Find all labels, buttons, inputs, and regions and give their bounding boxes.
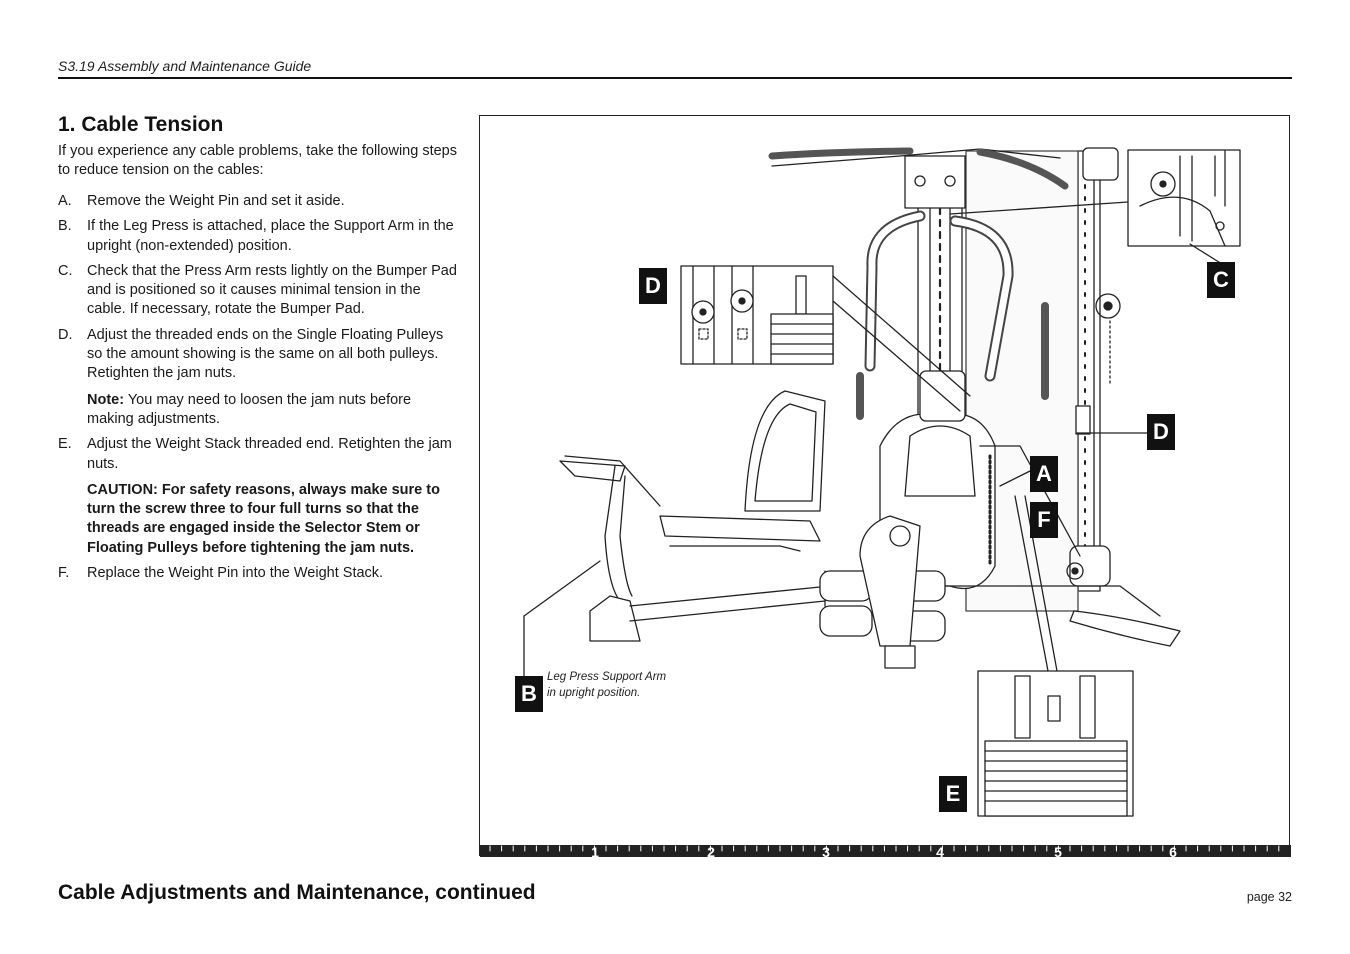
caption-leg-press: Leg Press Support Arm in upright positio… bbox=[547, 669, 666, 701]
scale-number: 3 bbox=[822, 844, 830, 857]
callout-f: F bbox=[1030, 502, 1058, 538]
gym-diagram: 1 2 3 4 5 6 bbox=[480, 147, 1291, 857]
header-rule bbox=[58, 77, 1292, 79]
steps-list: A. Remove the Weight Pin and set it asid… bbox=[58, 192, 458, 589]
step-letter: A. bbox=[58, 193, 72, 209]
callout-c: C bbox=[1207, 262, 1235, 298]
inset-e-weight-stack bbox=[977, 495, 1134, 817]
step-f: F. Replace the Weight Pin into the Weigh… bbox=[58, 564, 458, 583]
leader-lines bbox=[523, 432, 1149, 687]
note-text: You may need to loosen the jam nuts befo… bbox=[87, 391, 412, 427]
step-letter: B. bbox=[58, 218, 72, 235]
gym-diagram-figure: 1 2 3 4 5 6 bbox=[479, 115, 1291, 857]
callout-a: A bbox=[1030, 456, 1058, 492]
callout-d-upper: D bbox=[639, 268, 667, 304]
footer-title: Cable Adjustments and Maintenance, conti… bbox=[58, 881, 536, 904]
caption-line-1: Leg Press Support Arm bbox=[547, 671, 667, 683]
intro-paragraph: If you experience any cable problems, ta… bbox=[58, 143, 457, 178]
scale-number: 1 bbox=[591, 844, 599, 857]
machine-illustration bbox=[559, 147, 1181, 669]
scale-bar: 1 2 3 4 5 6 bbox=[480, 844, 1291, 857]
note-label: Note: bbox=[87, 391, 125, 408]
page-number: page 32 bbox=[1246, 890, 1292, 904]
step-text: Remove the Weight Pin and set it aside. bbox=[87, 193, 345, 209]
step-text: Adjust the threaded ends on the Single F… bbox=[87, 326, 444, 382]
step-letter: E. bbox=[58, 436, 72, 453]
caption-line-2: in upright position. bbox=[547, 687, 641, 699]
scale-number: 2 bbox=[707, 844, 715, 857]
section-title: 1. Cable Tension bbox=[58, 113, 224, 136]
step-c: C. Check that the Press Arm rests lightl… bbox=[58, 262, 458, 320]
step-letter: D. bbox=[58, 326, 73, 343]
guide-title: S3.19 Assembly and Maintenance Guide bbox=[58, 58, 312, 74]
step-b: B. If the Leg Press is attached, place t… bbox=[58, 217, 458, 256]
step-text: Adjust the Weight Stack threaded end. Re… bbox=[87, 436, 452, 472]
caution-paragraph: CAUTION: For safety reasons, always make… bbox=[87, 481, 440, 556]
step-text: Replace the Weight Pin into the Weight S… bbox=[87, 565, 384, 582]
step-letter: F. bbox=[58, 565, 70, 582]
step-a: A. Remove the Weight Pin and set it asid… bbox=[58, 192, 458, 211]
step-text: Check that the Press Arm rests lightly o… bbox=[87, 262, 457, 318]
note-paragraph: Note: You may need to loosen the jam nut… bbox=[87, 391, 458, 430]
callout-d-right: D bbox=[1147, 414, 1175, 450]
scale-number: 6 bbox=[1169, 844, 1177, 857]
step-e: E. Adjust the Weight Stack threaded end.… bbox=[58, 435, 458, 558]
scale-number: 5 bbox=[1054, 844, 1062, 857]
callout-b: B bbox=[515, 676, 543, 712]
callout-e: E bbox=[939, 776, 967, 812]
inset-d-pulleys bbox=[680, 265, 971, 412]
step-letter: C. bbox=[58, 262, 73, 279]
scale-number: 4 bbox=[936, 844, 944, 857]
step-text: If the Leg Press is attached, place the … bbox=[87, 218, 454, 254]
inset-c bbox=[949, 149, 1241, 265]
step-d: D. Adjust the threaded ends on the Singl… bbox=[58, 326, 458, 429]
